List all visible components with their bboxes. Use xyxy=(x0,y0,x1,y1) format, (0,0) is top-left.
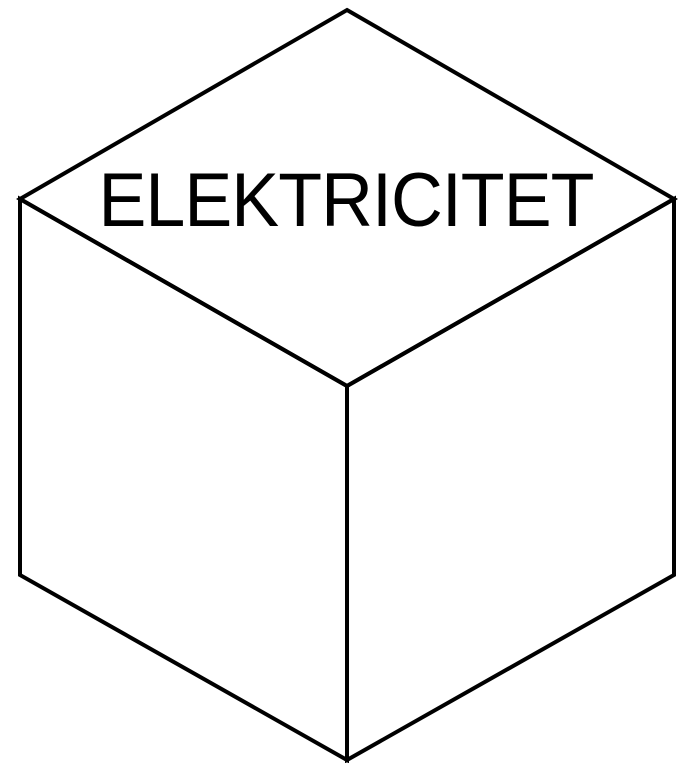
cube-right-face xyxy=(345,195,676,763)
cube-top-label: ELEKTRICITET xyxy=(99,158,594,243)
cube-left-face xyxy=(18,195,349,763)
